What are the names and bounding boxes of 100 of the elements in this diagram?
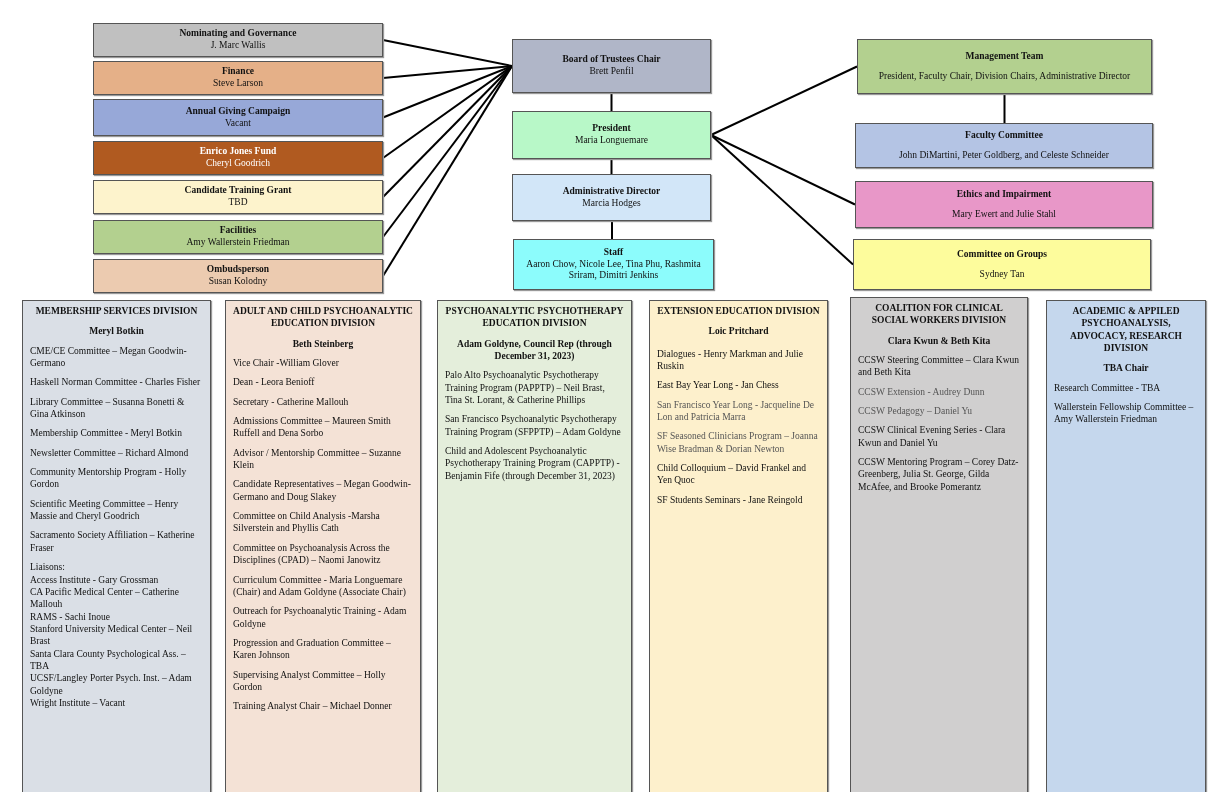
member-names: Brett Penfil (589, 66, 634, 78)
member-names: Steve Larson (213, 78, 263, 90)
committee-entry: Advisor / Mentorship Committee – Suzanne Klein (233, 446, 403, 472)
connector-line (611, 220, 613, 240)
org-box (93, 23, 383, 57)
committee-entry: Progression and Graduation Committee – Karen Johnson (233, 636, 392, 662)
committee-entry: SF Students Seminars - Jane Reingold (657, 493, 804, 507)
committee-entry: RAMS - Sachi Inoue (30, 610, 111, 623)
member-names: Maria Longuemare (574, 135, 649, 147)
box-title: Committee on Groups (956, 248, 1048, 261)
box-title: Staff (603, 246, 624, 259)
committee-entry: East Bay Year Long - Jan Chess (657, 379, 780, 392)
division-heading: ACADEMIC & APPILED PSYCHOANALYSIS, ADVOCACY, RESEARCH DIVISION (1069, 305, 1183, 355)
box-title: Facilities (219, 225, 257, 237)
committee-entry: UCSF/Langley Porter Psych. Inst. – Adam Goldyne (30, 672, 193, 697)
division-panel (1046, 300, 1206, 792)
member-names: Vacant (225, 117, 251, 130)
committee-entry: Vice Chair -William Glover (233, 357, 340, 370)
division-chair: Meryl Botkin (88, 325, 145, 338)
committee-entry: Sacramento Society Affiliation – Katherine Fraser (30, 529, 196, 555)
division-panel (649, 300, 828, 792)
org-box (512, 174, 711, 221)
org-box (93, 99, 383, 136)
committee-entry: Outreach for Psychoanalytic Training - Adam Goldyne (233, 605, 408, 630)
org-box (93, 180, 383, 214)
org-box (855, 181, 1153, 228)
committee-entry: Child Colloquium – David Frankel and Yen Quoc (657, 462, 808, 487)
box-title: Faculty Committee (965, 129, 1043, 142)
member-names: Sydney Tan (979, 268, 1025, 281)
box-title: Enrico Jones Fund (199, 146, 277, 158)
member-names: Amy Wallerstein Friedman (186, 237, 290, 249)
division-heading: PSYCHOANALYTIC PSYCHOTHERAPY EDUCATION DIVISION (445, 305, 624, 330)
box-title: Administrative Director (562, 185, 661, 198)
committee-entry: SF Seasoned Clinicians Program – Joanna Wise Bradman & Dorian Newton (657, 430, 819, 456)
org-box (512, 39, 711, 93)
member-names: J. Marc Wallis (210, 40, 266, 52)
committee-entry: Curriculum Committee - Maria Longuemare (Chair) and Adam Goldyne (Associate Chair) (233, 573, 407, 599)
connector-line (710, 134, 854, 266)
box-title: Management Team (965, 50, 1044, 63)
box-title: Board of Trustees Chair (562, 54, 661, 66)
committee-entry: CA Pacific Medical Center – Catherine Mallouh (30, 585, 181, 611)
member-names: TBD (228, 197, 248, 209)
committee-entry: CME/CE Committee – Megan Goodwin-Germano (30, 344, 188, 370)
committee-entry: Stanford University Medical Center – Neil Brast (30, 622, 194, 648)
connector-line (1003, 93, 1006, 124)
box-title: Finance (221, 66, 255, 78)
member-names: Cheryl Goodrich (205, 158, 271, 170)
division-heading: EXTENSION EDUCATION DIVISION (657, 305, 820, 318)
committee-entry: Wright Institute – Vacant (30, 696, 127, 710)
division-heading: ADULT AND CHILD PSYCHOANALYTIC EDUCATION DIVISION (233, 305, 413, 330)
committee-entry: Membership Committee - Meryl Botkin (30, 427, 183, 440)
committee-entry: Palo Alto Psychoanalytic Psychotherapy Training Program (PAPPTP) – Neil Brast, Tina St. Lorant, & Catherine Phillips (445, 369, 606, 407)
division-heading: MEMBERSHIP SERVICES DIVISION (34, 305, 199, 318)
box-title: President (592, 123, 631, 135)
committee-entry: Access Institute - Gary Grossman (30, 573, 160, 586)
committee-entry: Research Committee - TBA (1054, 381, 1162, 395)
committee-entry: San Francisco Psychoanalytic Psychotherapy Training Program (SFPPTP) – Adam Goldyne (445, 413, 622, 439)
division-heading: COALITION FOR CLINICAL SOCIAL WORKERS DIVISION (870, 302, 1008, 327)
committee-entry: Dialogues - Henry Markman and Julie Ruskin (657, 347, 804, 373)
committee-entry: Santa Clara County Psychological Ass. – TBA (30, 647, 187, 673)
committee-entry: Training Analyst Chair – Michael Donner (233, 700, 393, 713)
committee-entry: Committee on Child Analysis -Marsha Silverstein and Phyllis Cath (233, 510, 381, 535)
division-panel (225, 300, 421, 792)
org-box (93, 141, 383, 175)
org-box (855, 123, 1153, 168)
org-box (93, 220, 383, 254)
committee-entry: San Francisco Year Long - Jacqueline De Lon and Patricia Marra (657, 398, 815, 424)
box-title: Annual Giving Campaign (185, 105, 291, 118)
box-title: Ethics and Impairment (956, 188, 1052, 201)
member-names: President, Faculty Chair, Division Chairs, Administrative Director (878, 70, 1131, 83)
division-chair: Adam Goldyne, Council Rep (through December 31, 2023) (456, 337, 613, 363)
org-box (513, 239, 714, 290)
division-panel (437, 300, 632, 792)
committee-entry: Haskell Norman Committee - Charles Fisher (30, 376, 202, 389)
committee-entry: Supervising Analyst Committee – Holly Gordon (233, 668, 387, 694)
box-title: Ombudsperson (206, 264, 270, 276)
committee-entry: CCSW Clinical Evening Series - Clara Kwun and Daniel Yu (858, 424, 1007, 450)
connector-line (710, 65, 858, 136)
connector-line (382, 39, 513, 67)
member-names: Mary Ewert and Julie Stahl (952, 208, 1056, 221)
committee-entry: Newsletter Committee – Richard Almond (30, 446, 190, 460)
division-panel (22, 300, 211, 792)
member-names: Susan Kolodny (208, 276, 268, 288)
org-box (512, 111, 711, 159)
org-box (93, 61, 383, 95)
committee-entry: Liaisons: (30, 561, 66, 574)
connector-line (610, 158, 613, 175)
connector-line (610, 92, 613, 112)
committee-entry: CCSW Steering Committee – Clara Kwun and Beth Kita (858, 354, 1020, 379)
org-box (93, 259, 383, 293)
member-names: John DiMartini, Peter Goldberg, and Celeste Schneider (899, 149, 1109, 162)
committee-entry: Dean - Leora Benioff (233, 376, 316, 389)
committee-entry: Library Committee – Susanna Bonetti & Gina Atkinson (30, 395, 186, 421)
division-panel (850, 297, 1028, 792)
box-title: Candidate Training Grant (184, 185, 292, 197)
committee-entry: Child and Adolescent Psychoanalytic Psychotherapy Training Program (CAPPTP) - Benjamin Fife (through December 31, 2023) (445, 445, 621, 483)
committee-entry: CCSW Pedagogy – Daniel Yu (858, 405, 973, 418)
committee-entry: Secretary - Catherine Mallouh (233, 395, 350, 409)
division-chair: TBA Chair (1102, 362, 1150, 375)
committee-entry: Candidate Representatives – Megan Goodwin-Germano and Doug Slakey (233, 478, 412, 504)
